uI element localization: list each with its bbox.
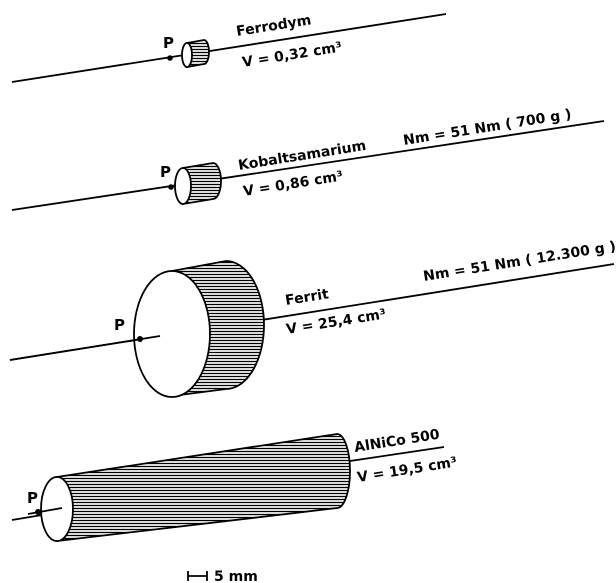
point-p-marker-ferrodym	[167, 55, 173, 61]
magnet-alnico-500: P AlNiCo 500 V = 19,5 cm³	[11, 427, 458, 543]
magnet-name-alnico: AlNiCo 500	[353, 427, 441, 456]
magnet-ferrodym: P Ferrodym V = 0,32 cm³	[11, 12, 447, 83]
axis-line-ferrodym	[11, 13, 447, 83]
cylinder-body-alnico	[56, 433, 351, 543]
axis-line-kobaltsamarium	[11, 120, 605, 211]
cylinder-body-ferrodym	[186, 39, 210, 69]
cylinder-face-ferrit	[133, 270, 211, 398]
cylinder-face-ferrodym	[181, 42, 193, 68]
point-p-marker-ferrit	[137, 336, 143, 342]
cylinder-body-kobaltsamarium	[182, 162, 222, 206]
point-p-label-alnico: P	[27, 489, 38, 507]
torque-label-kobaltsamarium: Nm = 51 Nm ( 700 g )	[402, 107, 572, 149]
axis-line-alnico-far	[349, 446, 445, 462]
cylinder-face-kobaltsamarium	[174, 167, 192, 205]
magnet-volume-alnico: V = 19,5 cm³	[356, 454, 458, 486]
magnet-name-ferrodym: Ferrodym	[235, 12, 312, 40]
magnet-ferrit: P Ferrit V = 25,4 cm³ Nm = 51 Nm ( 12.30…	[9, 239, 616, 398]
scale-bar: 5 mm	[187, 569, 258, 583]
magnet-name-kobaltsamarium: Kobaltsamarium	[237, 138, 367, 174]
axis-line-ferrit-near	[9, 335, 161, 361]
magnet-name-ferrit: Ferrit	[284, 286, 330, 309]
scale-bar-label: 5 mm	[214, 569, 258, 583]
point-p-marker-alnico	[35, 509, 41, 515]
torque-label-ferrit: Nm = 51 Nm ( 12.300 g )	[422, 239, 616, 285]
point-p-label-ferrodym: P	[163, 34, 174, 52]
magnet-kobaltsamarium: P Kobaltsamarium V = 0,86 cm³ Nm = 51 Nm…	[11, 107, 605, 211]
axis-line-alnico-face	[27, 507, 63, 515]
point-p-label-ferrit: P	[114, 316, 125, 334]
point-p-marker-kobaltsamarium	[168, 184, 174, 190]
magnet-volume-ferrit: V = 25,4 cm³	[285, 306, 387, 338]
point-p-label-kobaltsamarium: P	[160, 163, 171, 181]
